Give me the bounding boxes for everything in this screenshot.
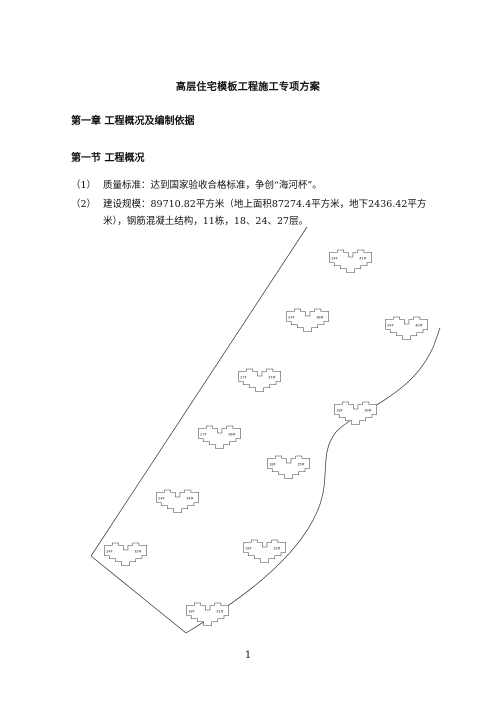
building-number-label: 41# (359, 256, 366, 260)
building-footprint: 18F 39# (334, 401, 377, 425)
building-footprint: 18F 31# (186, 602, 229, 626)
building-number-label: 38# (316, 315, 323, 319)
document-title: 高层住宅模板工程施工专项方案 (175, 82, 321, 93)
list-item-text: 建设规模：89710.82平方米（地上面积87274.4平方米，地下2436.4… (103, 199, 427, 210)
building-number-label: 37# (268, 375, 275, 379)
building-footprint: 24F 32# (104, 542, 147, 566)
building-number-label: 39# (364, 408, 371, 412)
building-footprint: 24F 41# (329, 249, 372, 273)
building-footprint: 24F 40# (385, 316, 428, 340)
building-footprint: 27F 37# (238, 368, 281, 392)
building-floors-label: 27F (240, 375, 246, 379)
building-floors-label: 24F (106, 549, 112, 553)
building-floors-label: 18F (269, 462, 275, 466)
list-item-text-continued: 米），钢筋混凝土结构，11栋，18、24、27层。 (103, 216, 309, 227)
building-floors-label: 24F (387, 323, 393, 327)
building-footprint: 18F 35# (267, 455, 310, 479)
building-number-label: 40# (415, 323, 422, 327)
building-footprint: 24F 34# (156, 489, 199, 513)
building-footprint: 24F 38# (286, 308, 329, 332)
list-item-number: （1） (71, 180, 97, 191)
boundary-line-bottom (90, 555, 187, 634)
building-number-label: 35# (297, 462, 304, 466)
building-layer: 24F 41# 24F 38# 24F 40# 27F 37# 18F 39# 27F 36# 18F 3… (104, 249, 428, 626)
boundary-curve-road (185, 327, 441, 634)
building-floors-label: 18F (188, 609, 194, 613)
building-floors-label: 24F (331, 256, 337, 260)
building-number-label: 33# (273, 546, 280, 550)
boundary-line-left (90, 226, 308, 557)
building-floors-label: 27F (200, 432, 206, 436)
page-number: 1 (244, 650, 252, 661)
list-item-text: 质量标准：达到国家验收合格标准，争创“海河杯”。 (103, 180, 322, 191)
section-heading: 第一节 工程概况 (71, 153, 145, 164)
building-number-label: 34# (186, 496, 193, 500)
building-number-label: 31# (216, 609, 223, 613)
site-boundary (90, 226, 441, 634)
building-number-label: 36# (228, 432, 235, 436)
building-floors-label: 24F (288, 315, 294, 319)
building-floors-label: 18F (245, 546, 251, 550)
building-footprint: 18F 33# (243, 539, 286, 563)
list-item-number: （2） (71, 199, 97, 210)
building-number-label: 32# (134, 549, 141, 553)
building-floors-label: 24F (158, 496, 164, 500)
building-footprint: 27F 36# (198, 425, 241, 449)
chapter-heading: 第一章 工程概况及编制依据 (71, 116, 195, 127)
building-floors-label: 18F (336, 408, 342, 412)
